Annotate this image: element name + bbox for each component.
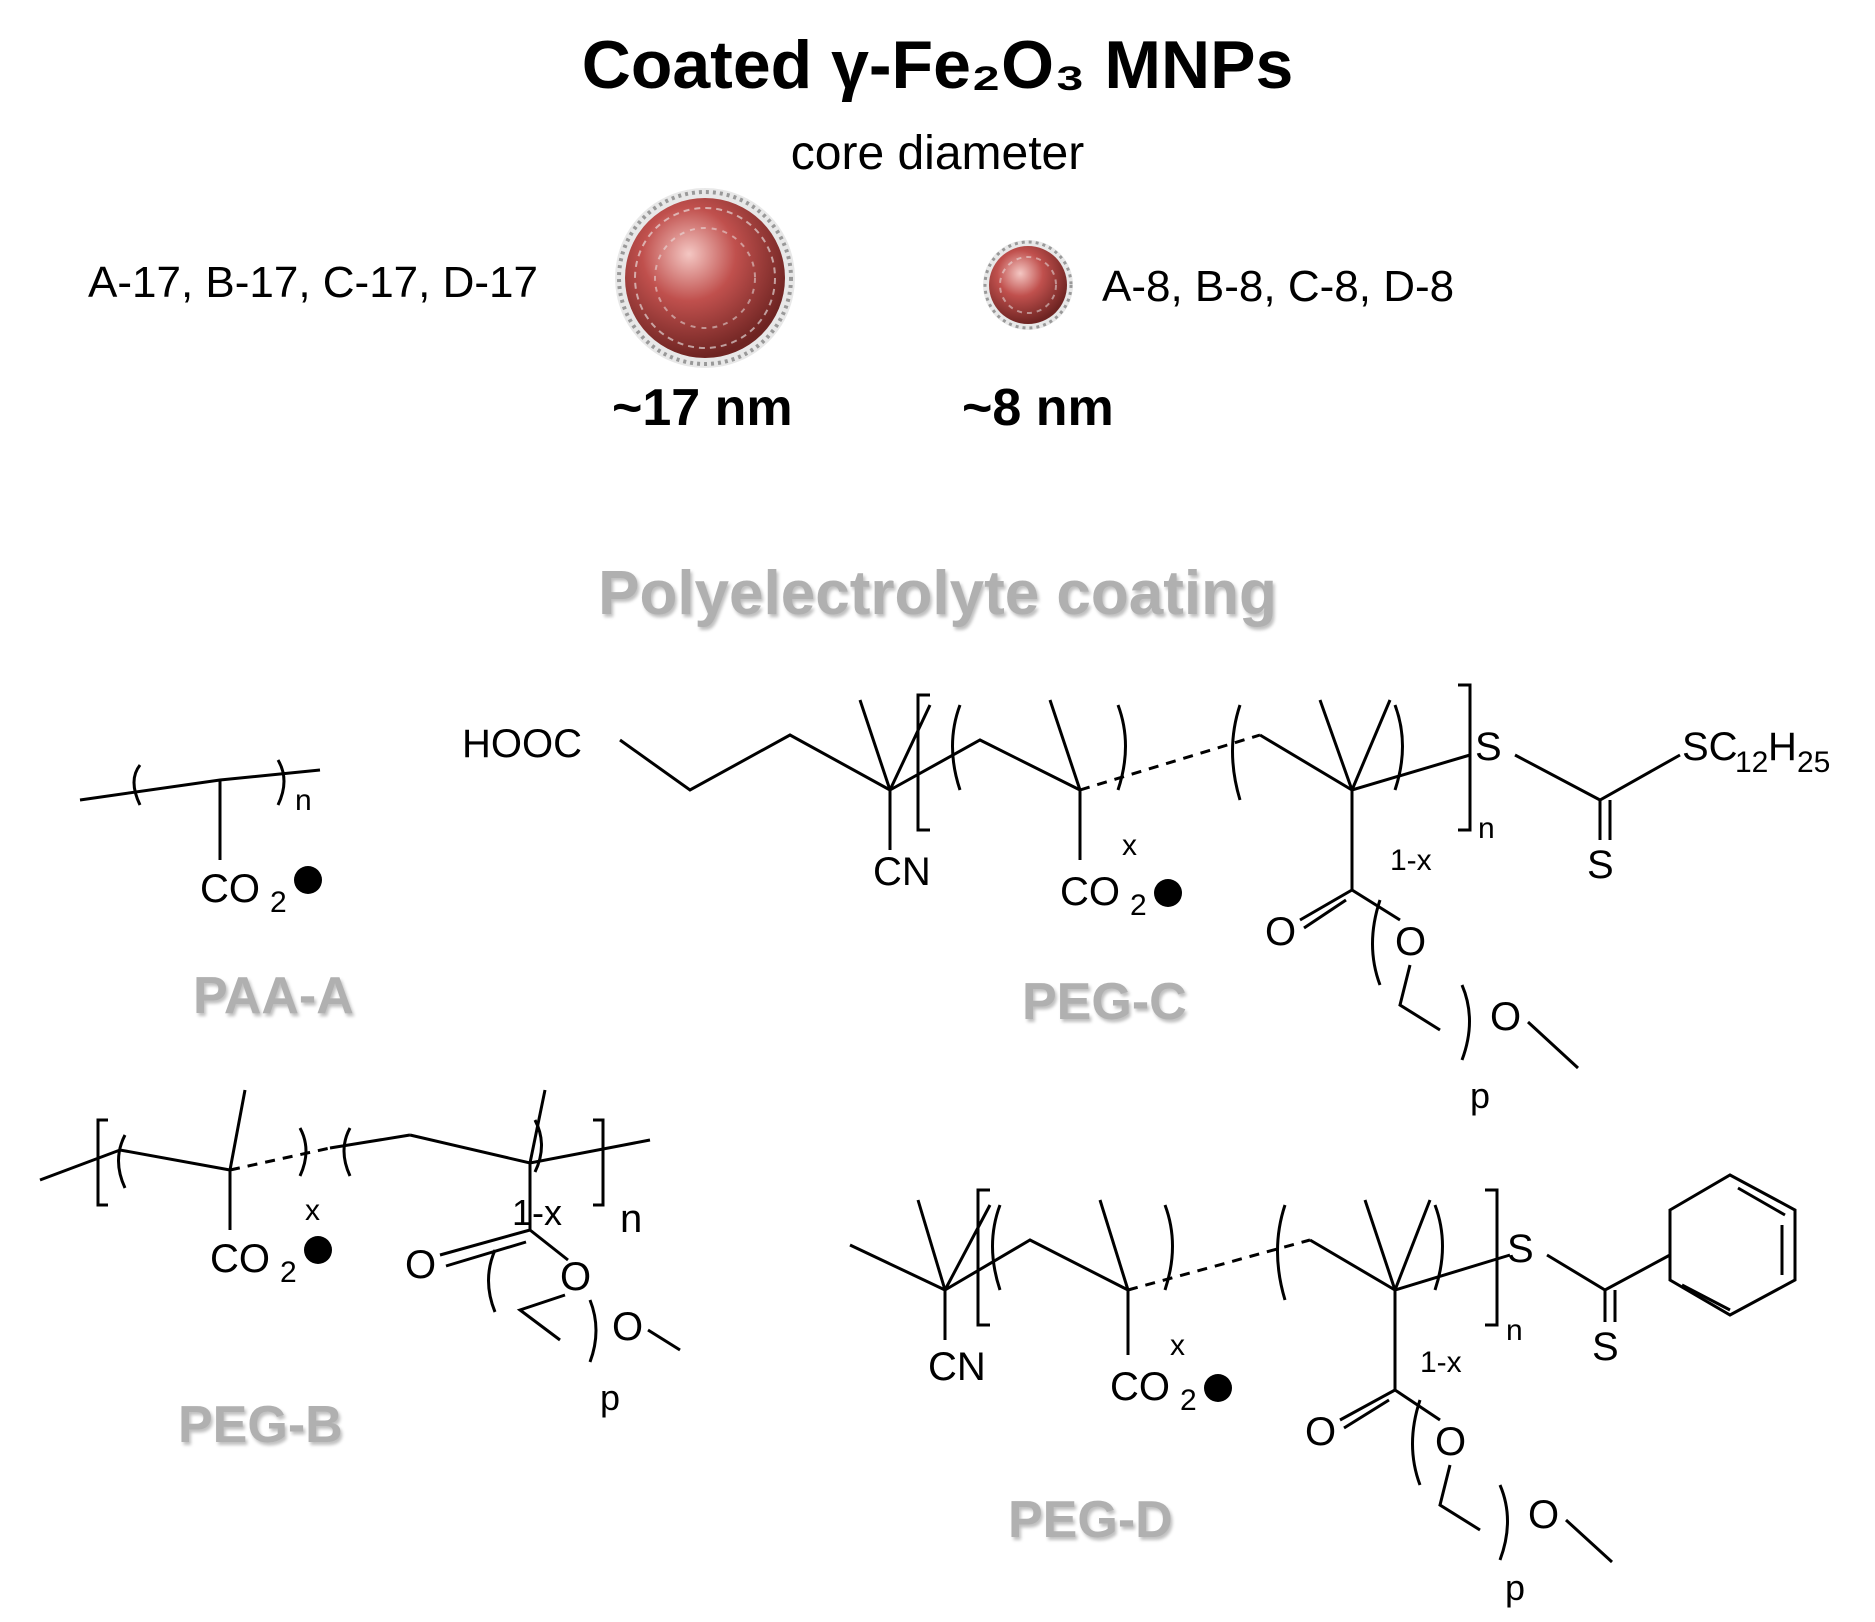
structure-peg-c: HOOC CN n x 1-x S S SC 12 H 25 CO 2 bbox=[462, 683, 1830, 1116]
svg-text:12: 12 bbox=[1735, 746, 1768, 779]
svg-text:p: p bbox=[600, 1377, 620, 1418]
svg-text:1-x: 1-x bbox=[512, 1192, 562, 1233]
polymer-label-paa-a: PAA-A bbox=[193, 967, 354, 1025]
svg-text:p: p bbox=[1470, 1075, 1490, 1116]
svg-text:O: O bbox=[612, 1305, 643, 1349]
small-particle-size: ~8 nm bbox=[962, 379, 1114, 437]
svg-text:x: x bbox=[305, 1194, 320, 1227]
figure-subtitle: core diameter bbox=[790, 127, 1085, 180]
svg-text:CO: CO bbox=[200, 867, 260, 911]
svg-text:2: 2 bbox=[1130, 889, 1147, 922]
svg-text:CN: CN bbox=[928, 1345, 986, 1389]
svg-text:S: S bbox=[1592, 1325, 1619, 1369]
polymer-label-peg-d: PEG-D bbox=[1008, 1491, 1173, 1549]
svg-text:n: n bbox=[295, 784, 312, 817]
svg-text:S: S bbox=[1507, 1227, 1534, 1271]
svg-text:2: 2 bbox=[270, 886, 287, 919]
svg-text:2: 2 bbox=[1180, 1384, 1197, 1417]
svg-text:H: H bbox=[1768, 725, 1797, 769]
figure-title: Coated γ-Fe₂O₃ MNPs bbox=[581, 27, 1294, 103]
small-particle-samples: A-8, B-8, C-8, D-8 bbox=[1102, 262, 1455, 311]
svg-text:CO: CO bbox=[210, 1237, 270, 1281]
svg-text:O: O bbox=[560, 1255, 591, 1299]
large-nanoparticle bbox=[615, 188, 795, 368]
structure-peg-d: CN n x 1-x S S CO 2 O O bbox=[849, 1173, 1797, 1608]
structure-paa-a: n CO 2 bbox=[79, 759, 322, 919]
svg-text:S: S bbox=[1587, 843, 1614, 887]
svg-text:CO: CO bbox=[1060, 870, 1120, 914]
large-particle-samples: A-17, B-17, C-17, D-17 bbox=[88, 258, 538, 307]
svg-text:SC: SC bbox=[1682, 725, 1738, 769]
svg-text:p: p bbox=[1505, 1567, 1525, 1608]
svg-text:25: 25 bbox=[1797, 746, 1830, 779]
svg-text:1-x: 1-x bbox=[1390, 844, 1432, 877]
svg-text:CN: CN bbox=[873, 850, 931, 894]
svg-text:S: S bbox=[1475, 725, 1502, 769]
svg-text:O: O bbox=[1305, 1410, 1336, 1454]
svg-text:n: n bbox=[620, 1197, 642, 1241]
large-particle-size: ~17 nm bbox=[612, 379, 793, 437]
svg-text:O: O bbox=[1265, 910, 1296, 954]
svg-text:n: n bbox=[1506, 1314, 1523, 1347]
svg-text:n: n bbox=[1478, 812, 1495, 845]
svg-text:O: O bbox=[1528, 1493, 1559, 1537]
svg-text:2: 2 bbox=[280, 1256, 297, 1289]
svg-text:x: x bbox=[1122, 829, 1137, 862]
svg-text:O: O bbox=[1395, 920, 1426, 964]
svg-text:O: O bbox=[405, 1243, 436, 1287]
structure-peg-b: x 1-x n CO 2 O O O p bbox=[39, 1089, 681, 1418]
polymer-label-peg-c: PEG-C bbox=[1022, 973, 1187, 1031]
svg-text:x: x bbox=[1170, 1329, 1185, 1362]
coating-section-title: Polyelectrolyte coating bbox=[598, 559, 1277, 628]
svg-text:O: O bbox=[1490, 995, 1521, 1039]
svg-text:CO: CO bbox=[1110, 1365, 1170, 1409]
small-nanoparticle bbox=[983, 240, 1073, 330]
polymer-label-peg-b: PEG-B bbox=[178, 1396, 343, 1454]
svg-text:O: O bbox=[1435, 1420, 1466, 1464]
svg-text:HOOC: HOOC bbox=[462, 722, 582, 766]
svg-text:1-x: 1-x bbox=[1420, 1346, 1462, 1379]
